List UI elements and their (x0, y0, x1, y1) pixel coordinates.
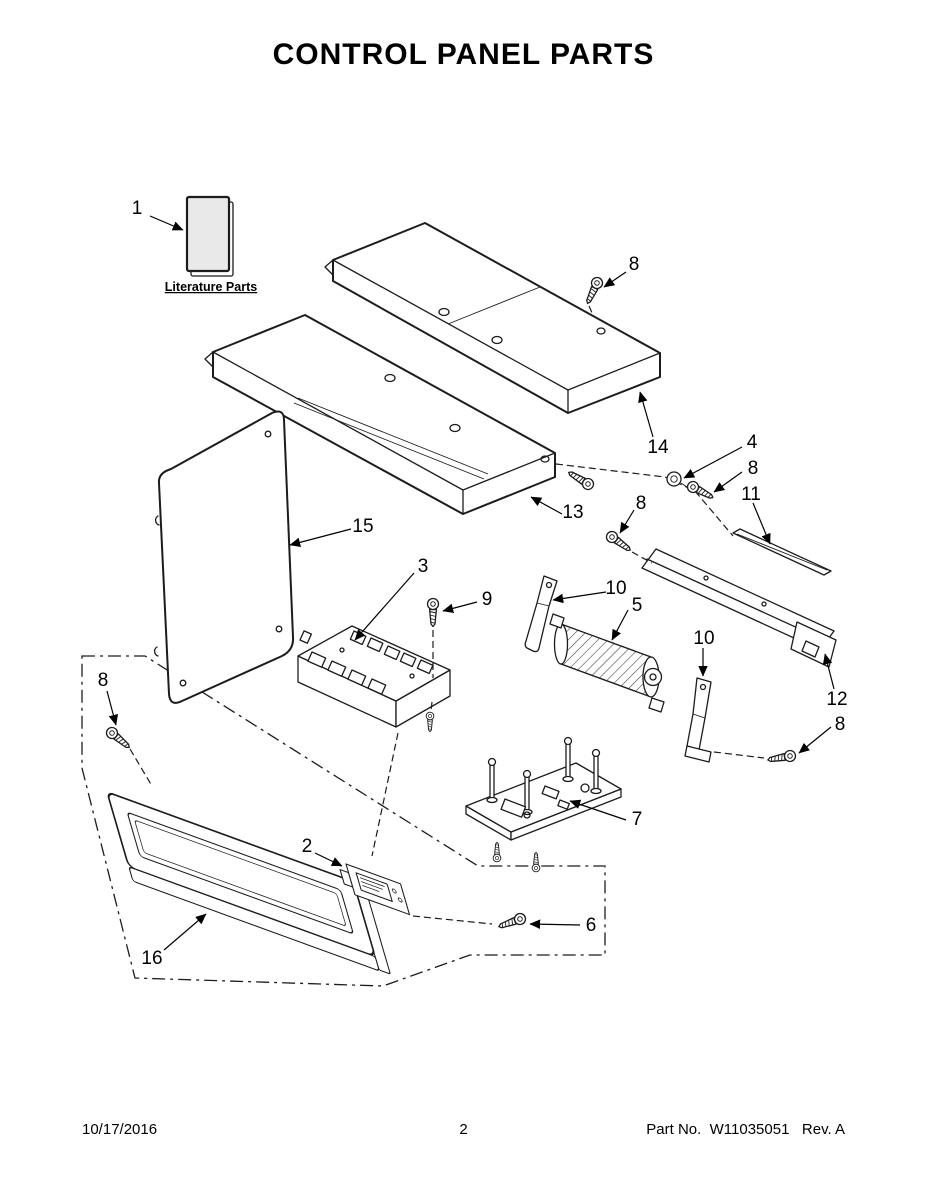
footer-part-number: Part No. W11035051 Rev. A (646, 1121, 845, 1138)
part-2-display-module (339, 863, 411, 916)
callout-15: 15 (352, 516, 373, 537)
part-8-screw-panel-corner (565, 467, 597, 493)
callout-8-rail: 8 (636, 493, 647, 514)
part-10-bracket-left (524, 575, 558, 653)
literature-parts-label: Literature Parts (165, 280, 257, 294)
callout-4: 4 (747, 432, 758, 453)
callout-leader-lines (106, 215, 835, 951)
page-title: CONTROL PANEL PARTS (272, 38, 655, 71)
part-4-spacer (666, 471, 688, 488)
callout-10-left: 10 (605, 578, 626, 599)
part-16-control-panel (107, 748, 391, 975)
callout-8-top: 8 (629, 254, 640, 275)
callout-14: 14 (647, 437, 669, 458)
callout-5: 5 (632, 595, 643, 616)
callout-numbers: 1 8 14 4 8 11 13 8 15 3 9 10 5 10 12 8 8… (98, 198, 848, 969)
callout-2: 2 (302, 836, 313, 857)
part-13-shelf-panel (204, 314, 556, 515)
callout-9: 9 (482, 589, 493, 610)
part-11-strip (555, 463, 832, 576)
callout-16: 16 (141, 948, 162, 969)
part-15-side-panel (153, 410, 295, 704)
callout-13: 13 (562, 502, 583, 523)
callout-7: 7 (632, 809, 643, 830)
part-8-screw-left (103, 724, 134, 753)
assembly-boundary-dashdot (81, 655, 606, 987)
callout-10-right: 10 (693, 628, 714, 649)
part-14-top-cover-panel (324, 222, 661, 414)
footer-date: 10/17/2016 (82, 1121, 158, 1138)
callout-8-bottom-right: 8 (835, 714, 846, 735)
callout-8-left: 8 (98, 670, 109, 691)
callout-1: 1 (132, 198, 143, 219)
callout-12: 12 (826, 689, 847, 710)
part-10-bracket-right (684, 677, 798, 766)
part-1-literature: Literature Parts (165, 195, 257, 294)
part-8-screw-top (581, 275, 605, 307)
part-7-relay-board (465, 736, 622, 873)
part-9-screw (425, 597, 440, 733)
part-5-blower (549, 613, 665, 713)
footer-page-number: 2 (459, 1121, 468, 1138)
part-6-screw (412, 911, 528, 933)
part-3-control-board (297, 625, 451, 857)
callout-3: 3 (418, 556, 429, 577)
callout-11: 11 (741, 484, 761, 505)
part-8-screw-strip (684, 478, 717, 504)
part-8-screw-rail (603, 528, 635, 556)
callout-8-strip: 8 (748, 458, 759, 479)
callout-6: 6 (586, 915, 597, 936)
